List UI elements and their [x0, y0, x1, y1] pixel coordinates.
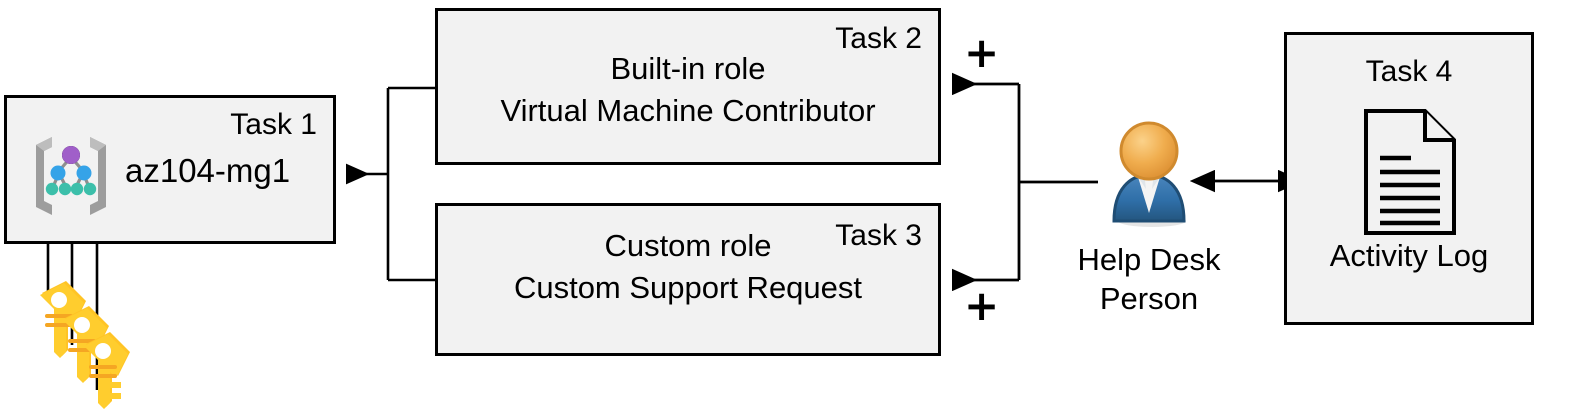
task2-role-name: Virtual Machine Contributor — [500, 93, 876, 128]
user-person-icon — [1112, 121, 1186, 227]
document-icon — [1364, 109, 1456, 235]
task3-role-type: Custom role — [604, 228, 772, 263]
task4-tag: Task 4 — [1365, 55, 1453, 88]
task3-box[interactable]: Task 3 Custom role Custom Support Reques… — [435, 203, 941, 356]
task2-tag: Task 2 — [835, 22, 922, 55]
bracket-left — [346, 86, 435, 282]
task1-tag: Task 1 — [230, 108, 317, 141]
task1-label: az104-mg1 — [125, 152, 291, 189]
task3-role-name: Custom Support Request — [513, 270, 863, 305]
plus-icon-top: + — [964, 28, 1000, 77]
key-1 — [40, 281, 86, 358]
task3-tag: Task 3 — [835, 219, 922, 252]
task4-label: Activity Log — [1329, 238, 1489, 273]
person-caption: Help Desk Person — [1049, 241, 1249, 319]
plus-icon-bottom: + — [964, 281, 1000, 330]
task2-role-type: Built-in role — [610, 51, 766, 86]
management-group-icon — [36, 137, 106, 215]
keys-icon — [40, 281, 130, 409]
key-3 — [84, 332, 130, 409]
person-caption-line2: Person — [1099, 280, 1199, 316]
person-caption-line1: Help Desk — [1077, 242, 1221, 277]
task2-box[interactable]: Task 2 Built-in role Virtual Machine Con… — [435, 8, 941, 165]
